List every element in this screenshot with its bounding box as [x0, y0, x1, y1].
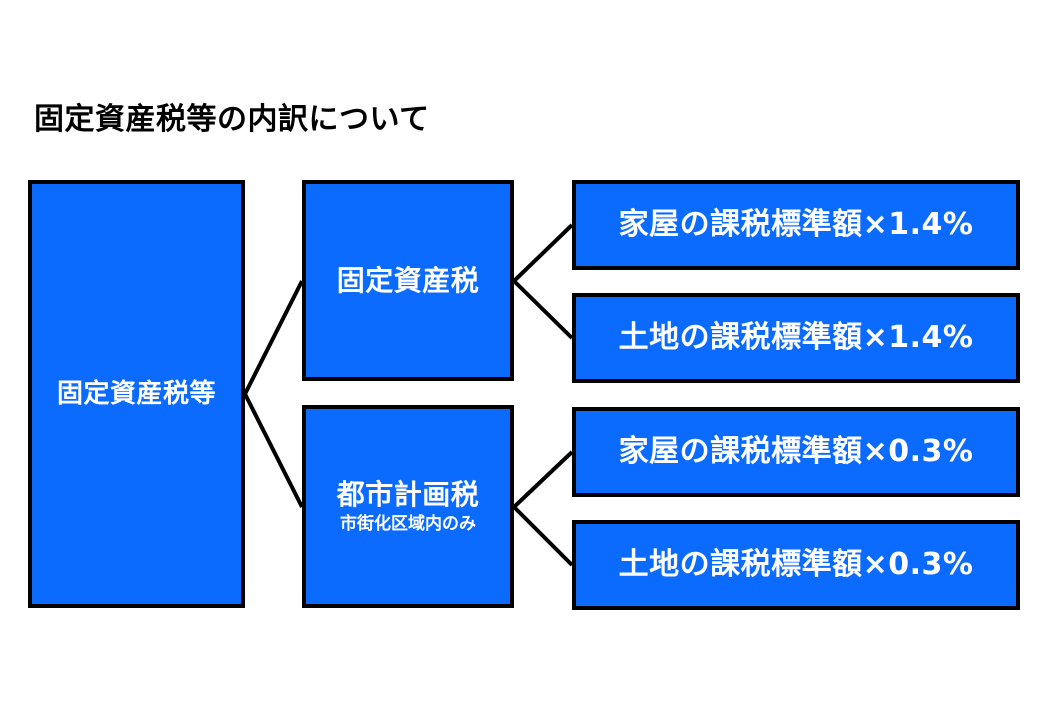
connector-city-planning-to-house	[512, 450, 574, 509]
node-label: 家屋の課税標準額×0.3%	[618, 434, 974, 469]
node-land-tax-base-1-4[interactable]: 土地の課税標準額×1.4%	[572, 293, 1020, 383]
node-label: 固定資産税等	[56, 379, 216, 409]
connector-city-planning-to-land	[512, 505, 574, 567]
node-label: 土地の課税標準額×0.3%	[618, 547, 974, 582]
node-label: 家屋の課税標準額×1.4%	[618, 207, 974, 242]
connector-fixed-asset-to-house	[512, 223, 574, 283]
node-label: 土地の課税標準額×1.4%	[618, 320, 974, 355]
node-fixed-asset-tax-total[interactable]: 固定資産税等	[28, 180, 245, 608]
page-title: 固定資産税等の内訳について	[34, 102, 430, 137]
node-house-tax-base-0-3[interactable]: 家屋の課税標準額×0.3%	[572, 407, 1020, 497]
connector-fixed-asset-to-land	[512, 279, 574, 340]
connector-root-to-city-planning-tax	[243, 393, 304, 508]
node-land-tax-base-0-3[interactable]: 土地の課税標準額×0.3%	[572, 520, 1020, 610]
node-house-tax-base-1-4[interactable]: 家屋の課税標準額×1.4%	[572, 180, 1020, 270]
connector-root-to-fixed-asset-tax	[243, 280, 304, 395]
node-city-planning-tax[interactable]: 都市計画税 市街化区域内のみ	[302, 405, 514, 608]
node-label: 都市計画税	[336, 478, 480, 511]
node-fixed-asset-tax[interactable]: 固定資産税	[302, 180, 514, 381]
node-label: 固定資産税	[336, 263, 480, 297]
node-sub-label: 市街化区域内のみ	[340, 514, 476, 534]
